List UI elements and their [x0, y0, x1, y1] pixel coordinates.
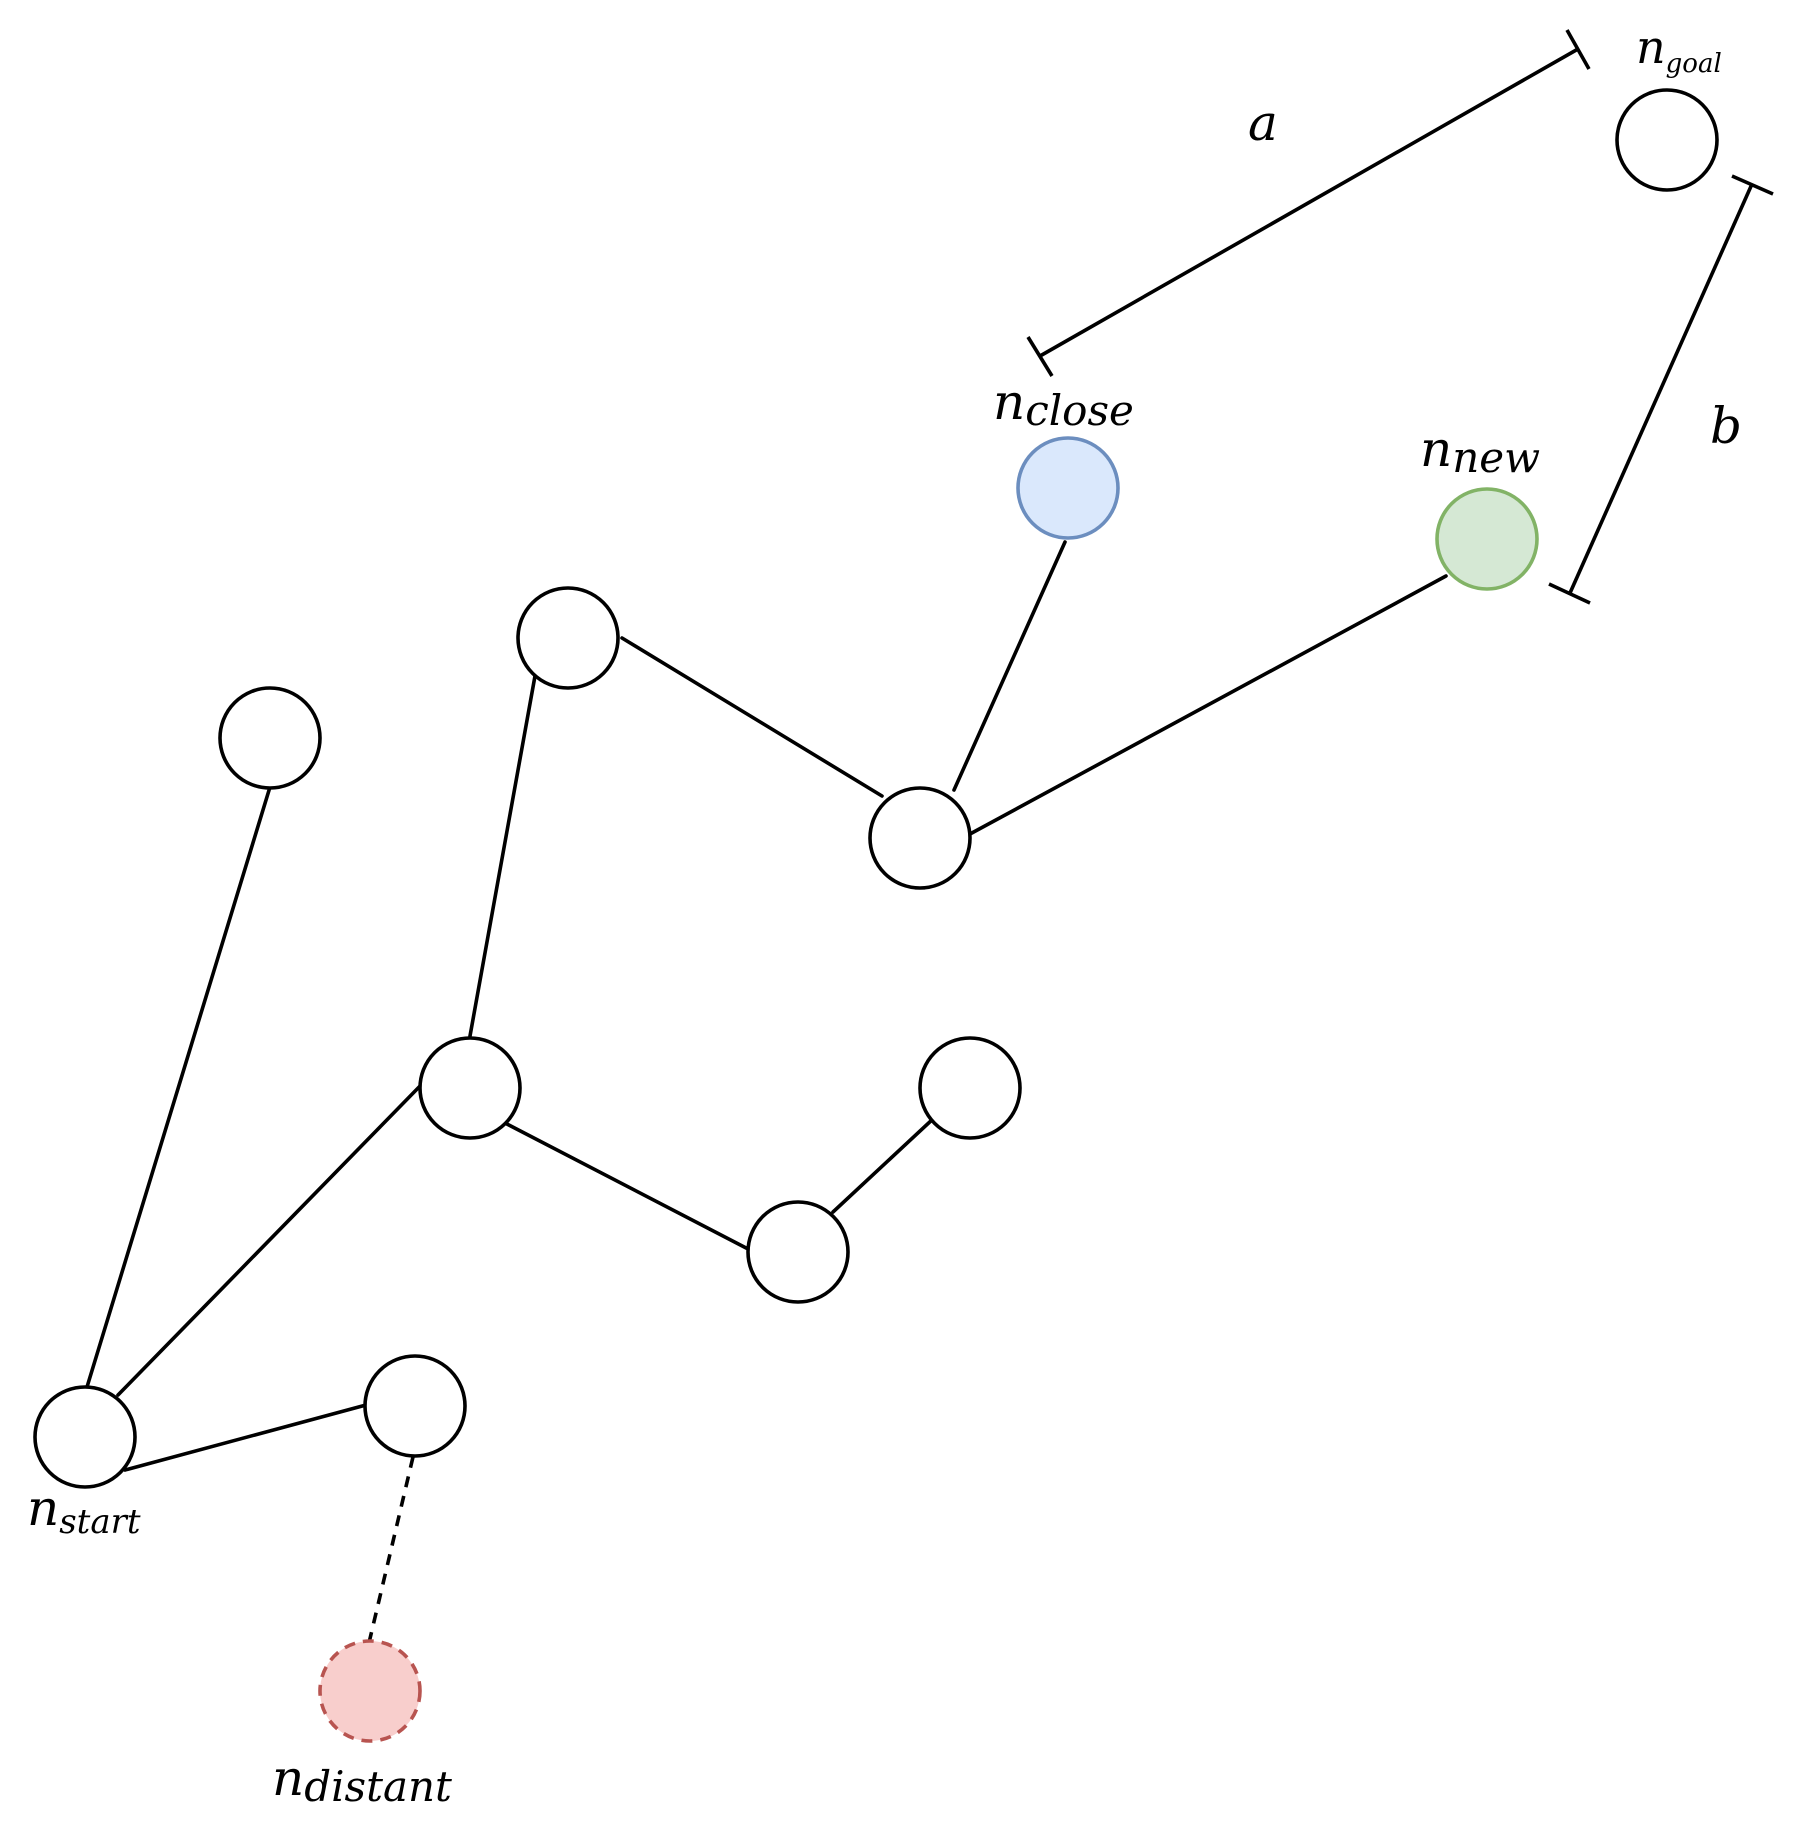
edge-upper-junction — [620, 636, 884, 798]
dimension-a-line — [1039, 47, 1579, 358]
label-close-sub: close — [1025, 386, 1134, 435]
node-upper — [516, 586, 620, 690]
node-distant — [318, 1639, 422, 1743]
label-distant-base: n — [272, 1749, 304, 1807]
label-new-base: n — [1420, 420, 1452, 478]
node-goal — [1615, 88, 1719, 192]
label-goal: ngoal — [1636, 20, 1722, 79]
label-start-base: n — [27, 1479, 59, 1537]
dimension-b — [1548, 174, 1774, 605]
edge-start-mid — [116, 1082, 424, 1397]
tree-nodes — [33, 88, 1719, 1743]
dimension-a-cap-right — [1565, 29, 1591, 70]
node-right — [918, 1036, 1022, 1140]
label-start: nstart — [27, 1479, 141, 1542]
label-distant-sub: distant — [304, 1762, 452, 1811]
node-close — [1016, 436, 1120, 540]
node-new — [1435, 487, 1539, 591]
dimension-b-cap-top — [1731, 174, 1774, 196]
edge-junction-new — [968, 574, 1448, 836]
node-start — [33, 1385, 137, 1489]
dimension-a — [1026, 29, 1591, 377]
dimension-a-cap-left — [1026, 336, 1054, 377]
edge-mid-right — [503, 1121, 752, 1252]
label-new-sub: new — [1452, 433, 1540, 482]
label-close: nclose — [993, 373, 1134, 435]
edge-lower-distant — [366, 1456, 415, 1648]
tree-edges — [85, 540, 1448, 1648]
edge-start-lower — [123, 1403, 368, 1472]
label-dimension-b: b — [1710, 397, 1742, 455]
label-new: nnew — [1420, 420, 1540, 482]
label-goal-sub: goal — [1666, 49, 1722, 79]
edge-right-corner — [831, 1116, 936, 1214]
dimension-b-cap-bottom — [1548, 582, 1591, 605]
label-goal-base: n — [1636, 20, 1666, 74]
label-close-base: n — [993, 373, 1025, 431]
edge-mid-upper — [468, 674, 537, 1038]
edge-junction-close — [952, 540, 1067, 792]
label-dimension-a: a — [1248, 94, 1278, 152]
node-left-top — [218, 686, 322, 790]
dimension-b-line — [1568, 183, 1754, 594]
node-labels: ngoal nclose nnew nstart ndistant a b — [27, 20, 1742, 1811]
node-corner — [746, 1200, 850, 1304]
label-start-sub: start — [59, 1502, 141, 1542]
node-lower — [363, 1354, 467, 1458]
node-mid — [418, 1036, 522, 1140]
node-junction — [868, 786, 972, 890]
label-distant: ndistant — [272, 1749, 452, 1811]
edge-start-left — [85, 785, 272, 1389]
